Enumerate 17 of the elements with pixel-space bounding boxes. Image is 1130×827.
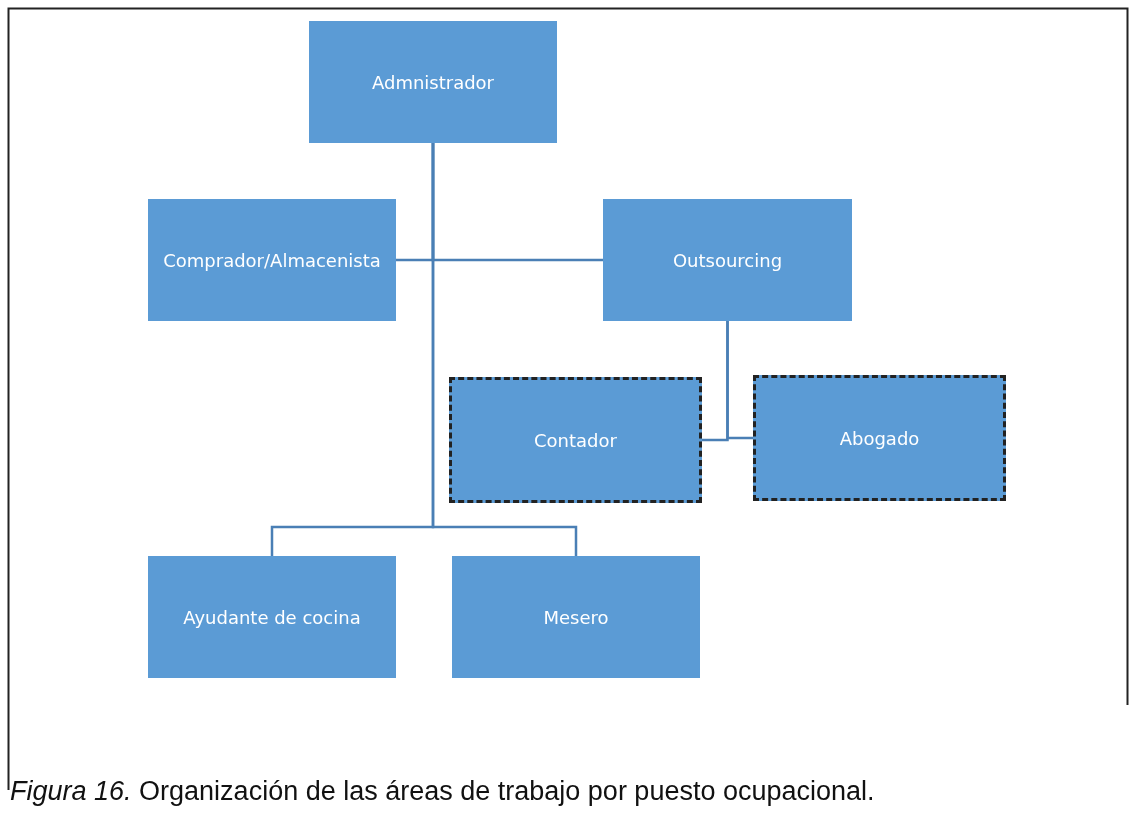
box-label: Abogado xyxy=(839,427,920,449)
figure-caption: Figura 16. Organización de las áreas de trabajo por puesto ocupacional. xyxy=(10,776,875,807)
position-box xyxy=(449,377,702,503)
connector-line xyxy=(431,143,578,556)
box-label: Mesero xyxy=(543,606,609,628)
box-label: Ayudante de cocina xyxy=(183,606,361,628)
position-box xyxy=(148,199,396,321)
box-label: Contador xyxy=(534,429,617,451)
position-box xyxy=(452,556,700,678)
position-box xyxy=(753,375,1006,501)
connector-line xyxy=(726,321,753,440)
box-label: Outsourcing xyxy=(672,249,783,271)
box-label: Comprador/Almacenista xyxy=(163,249,381,271)
box-label: Admnistrador xyxy=(371,71,495,93)
position-box xyxy=(148,556,396,678)
position-box xyxy=(309,21,557,143)
position-box xyxy=(603,199,852,321)
